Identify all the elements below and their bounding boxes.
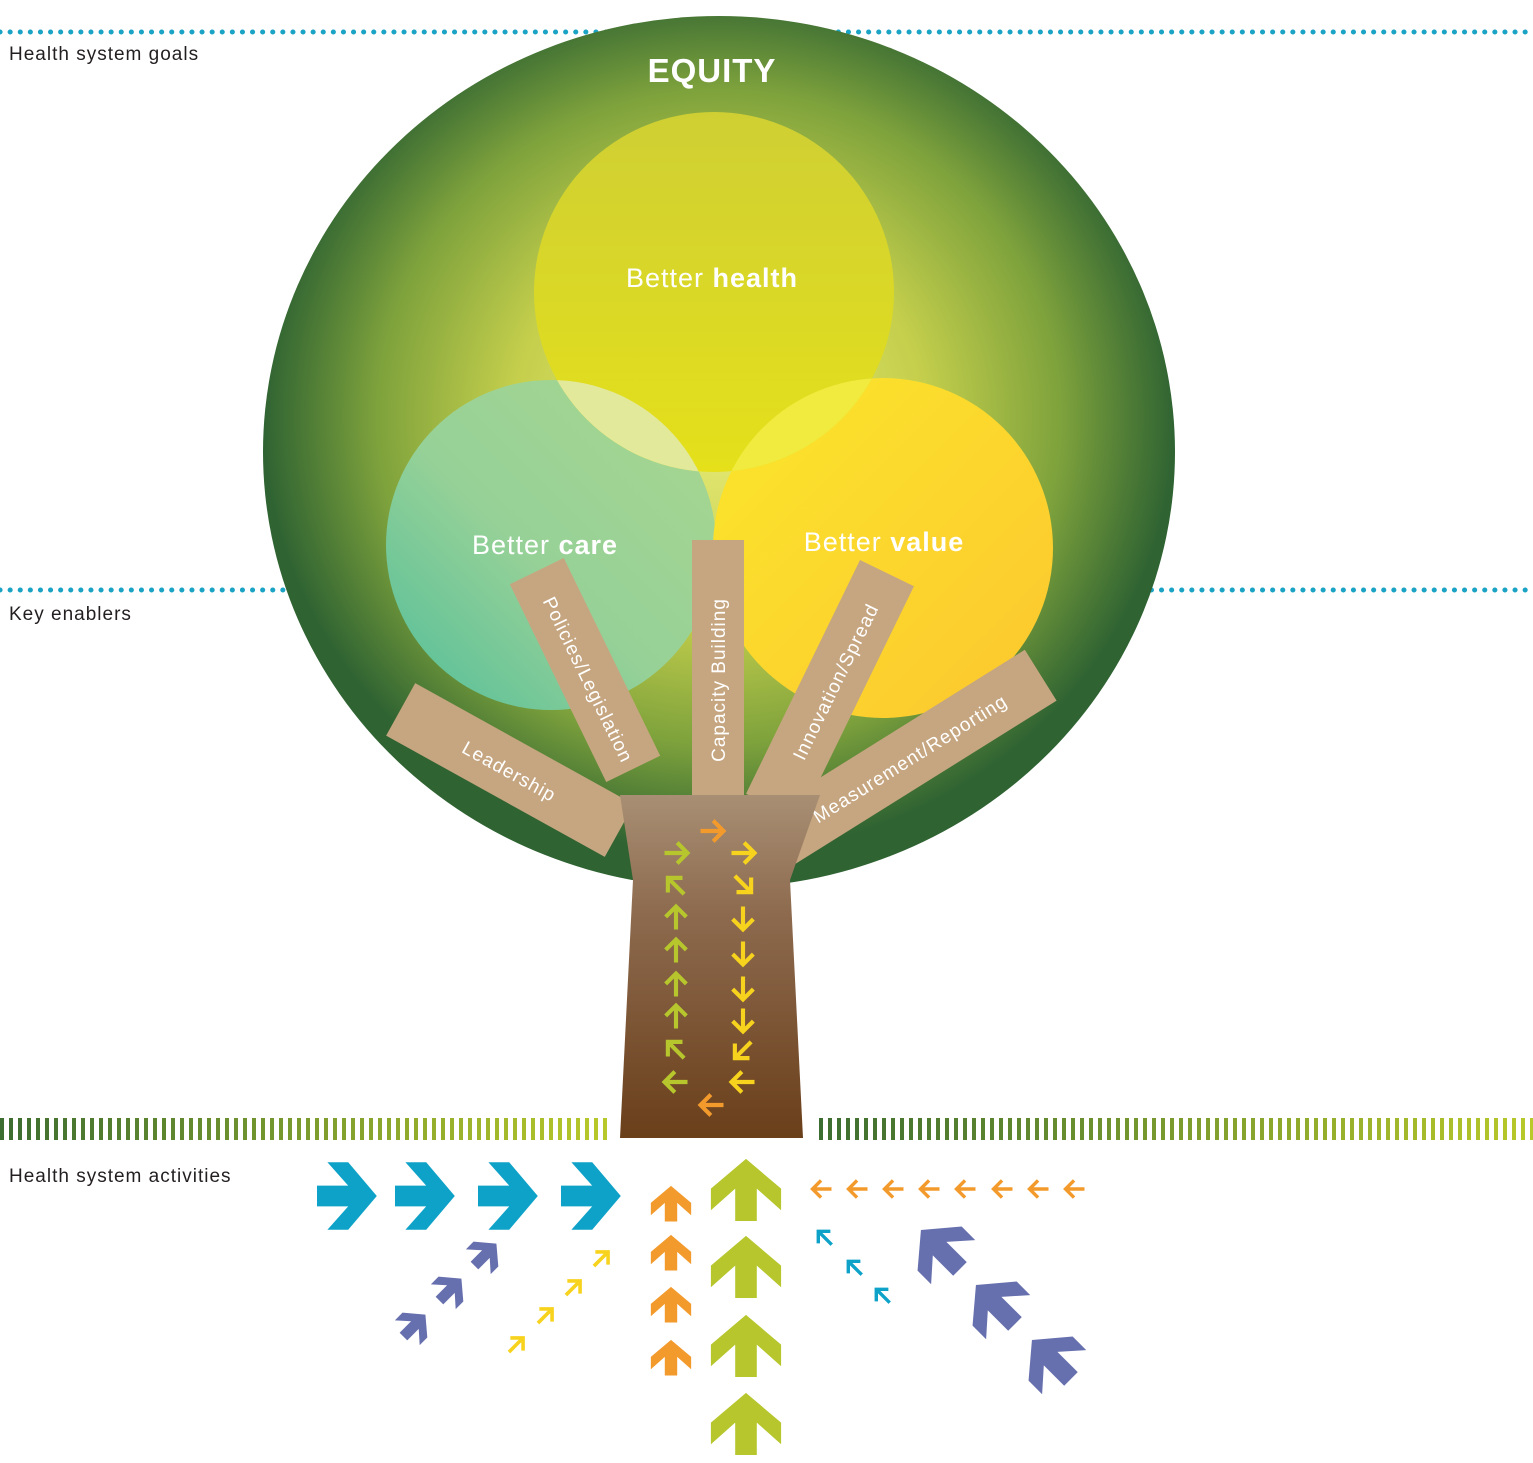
- arrow-icon: [732, 1040, 753, 1061]
- arrow-icon: [954, 1179, 976, 1199]
- branch-capacity-building: [692, 540, 744, 820]
- arrow-icon: [731, 976, 755, 1003]
- branch-label-capacity-building: Capacity Building: [709, 598, 730, 762]
- arrow-icon: [394, 1312, 428, 1346]
- arrow-icon: [972, 1281, 1031, 1340]
- arrow-icon: [317, 1162, 377, 1230]
- goal-circle-care: [386, 380, 716, 710]
- arrow-icon: [536, 1307, 554, 1325]
- arrow-icon: [665, 875, 686, 896]
- arrow-icon: [664, 841, 691, 865]
- goal-label-value: Better value: [804, 527, 965, 557]
- arrow-icon: [918, 1179, 940, 1199]
- arrow-icon: [846, 1259, 863, 1276]
- arrow-icon: [731, 841, 758, 865]
- arrow-icon: [592, 1250, 610, 1268]
- section-label-goals: Health system goals: [9, 44, 200, 65]
- arrow-icon: [733, 874, 754, 895]
- arrow-icon: [846, 1179, 868, 1199]
- arrow-icon: [700, 819, 727, 843]
- arrow-icon: [991, 1179, 1013, 1199]
- arrow-icon: [665, 1039, 686, 1060]
- arrow-icon: [561, 1162, 621, 1230]
- section-label-enablers: Key enablers: [9, 604, 132, 625]
- root-arrow-groups: [317, 1158, 1087, 1456]
- goal-circle-health: [534, 112, 894, 472]
- arrow-icon: [710, 1314, 782, 1378]
- arrow-icon: [731, 1008, 755, 1035]
- arrow-icon: [664, 936, 688, 963]
- arrow-icon: [465, 1241, 499, 1275]
- arrow-icon: [816, 1229, 833, 1246]
- arrow-icon: [882, 1179, 904, 1199]
- arrow-icon: [664, 970, 688, 997]
- arrow-icon: [731, 906, 755, 933]
- arrow-icon: [664, 903, 688, 930]
- branch-policies: [509, 557, 661, 783]
- arrow-icon: [650, 1185, 692, 1222]
- arrow-icon: [697, 1093, 724, 1117]
- arrow-icon: [478, 1162, 538, 1230]
- arrow-icon: [650, 1286, 692, 1323]
- arrow-icon: [650, 1234, 692, 1271]
- arrow-icon: [507, 1336, 525, 1354]
- arrow-icon: [564, 1279, 582, 1297]
- branch-leadership: [386, 683, 634, 857]
- branch-innovation: [746, 560, 914, 820]
- section-label-activities: Health system activities: [9, 1166, 232, 1187]
- arrow-icon: [1027, 1179, 1049, 1199]
- arrow-icon: [650, 1339, 692, 1376]
- arrow-icon: [710, 1235, 782, 1299]
- arrow-icon: [710, 1158, 782, 1222]
- goal-label-health: Better health: [626, 263, 798, 293]
- arrow-icon: [661, 1070, 688, 1094]
- trunk-arrow-flow: [661, 819, 758, 1117]
- goal-label-care: Better care: [472, 530, 618, 560]
- arrow-icon: [710, 1392, 782, 1456]
- arrow-icon: [1028, 1336, 1087, 1395]
- arrow-icon: [917, 1226, 976, 1285]
- tree-trunk: [620, 795, 820, 1138]
- arrow-icon: [1063, 1179, 1085, 1199]
- arrow-icon: [731, 941, 755, 968]
- arrow-icon: [430, 1276, 464, 1310]
- crown-title: EQUITY: [648, 52, 777, 89]
- arrow-icon: [395, 1162, 455, 1230]
- arrow-icon: [874, 1287, 891, 1304]
- branch-measurement: [753, 649, 1057, 871]
- arrow-icon: [728, 1070, 755, 1094]
- arrow-icon: [664, 1002, 688, 1029]
- goal-circle-value: [713, 378, 1053, 718]
- ground-line: [0, 1118, 1533, 1140]
- arrow-icon: [810, 1179, 832, 1199]
